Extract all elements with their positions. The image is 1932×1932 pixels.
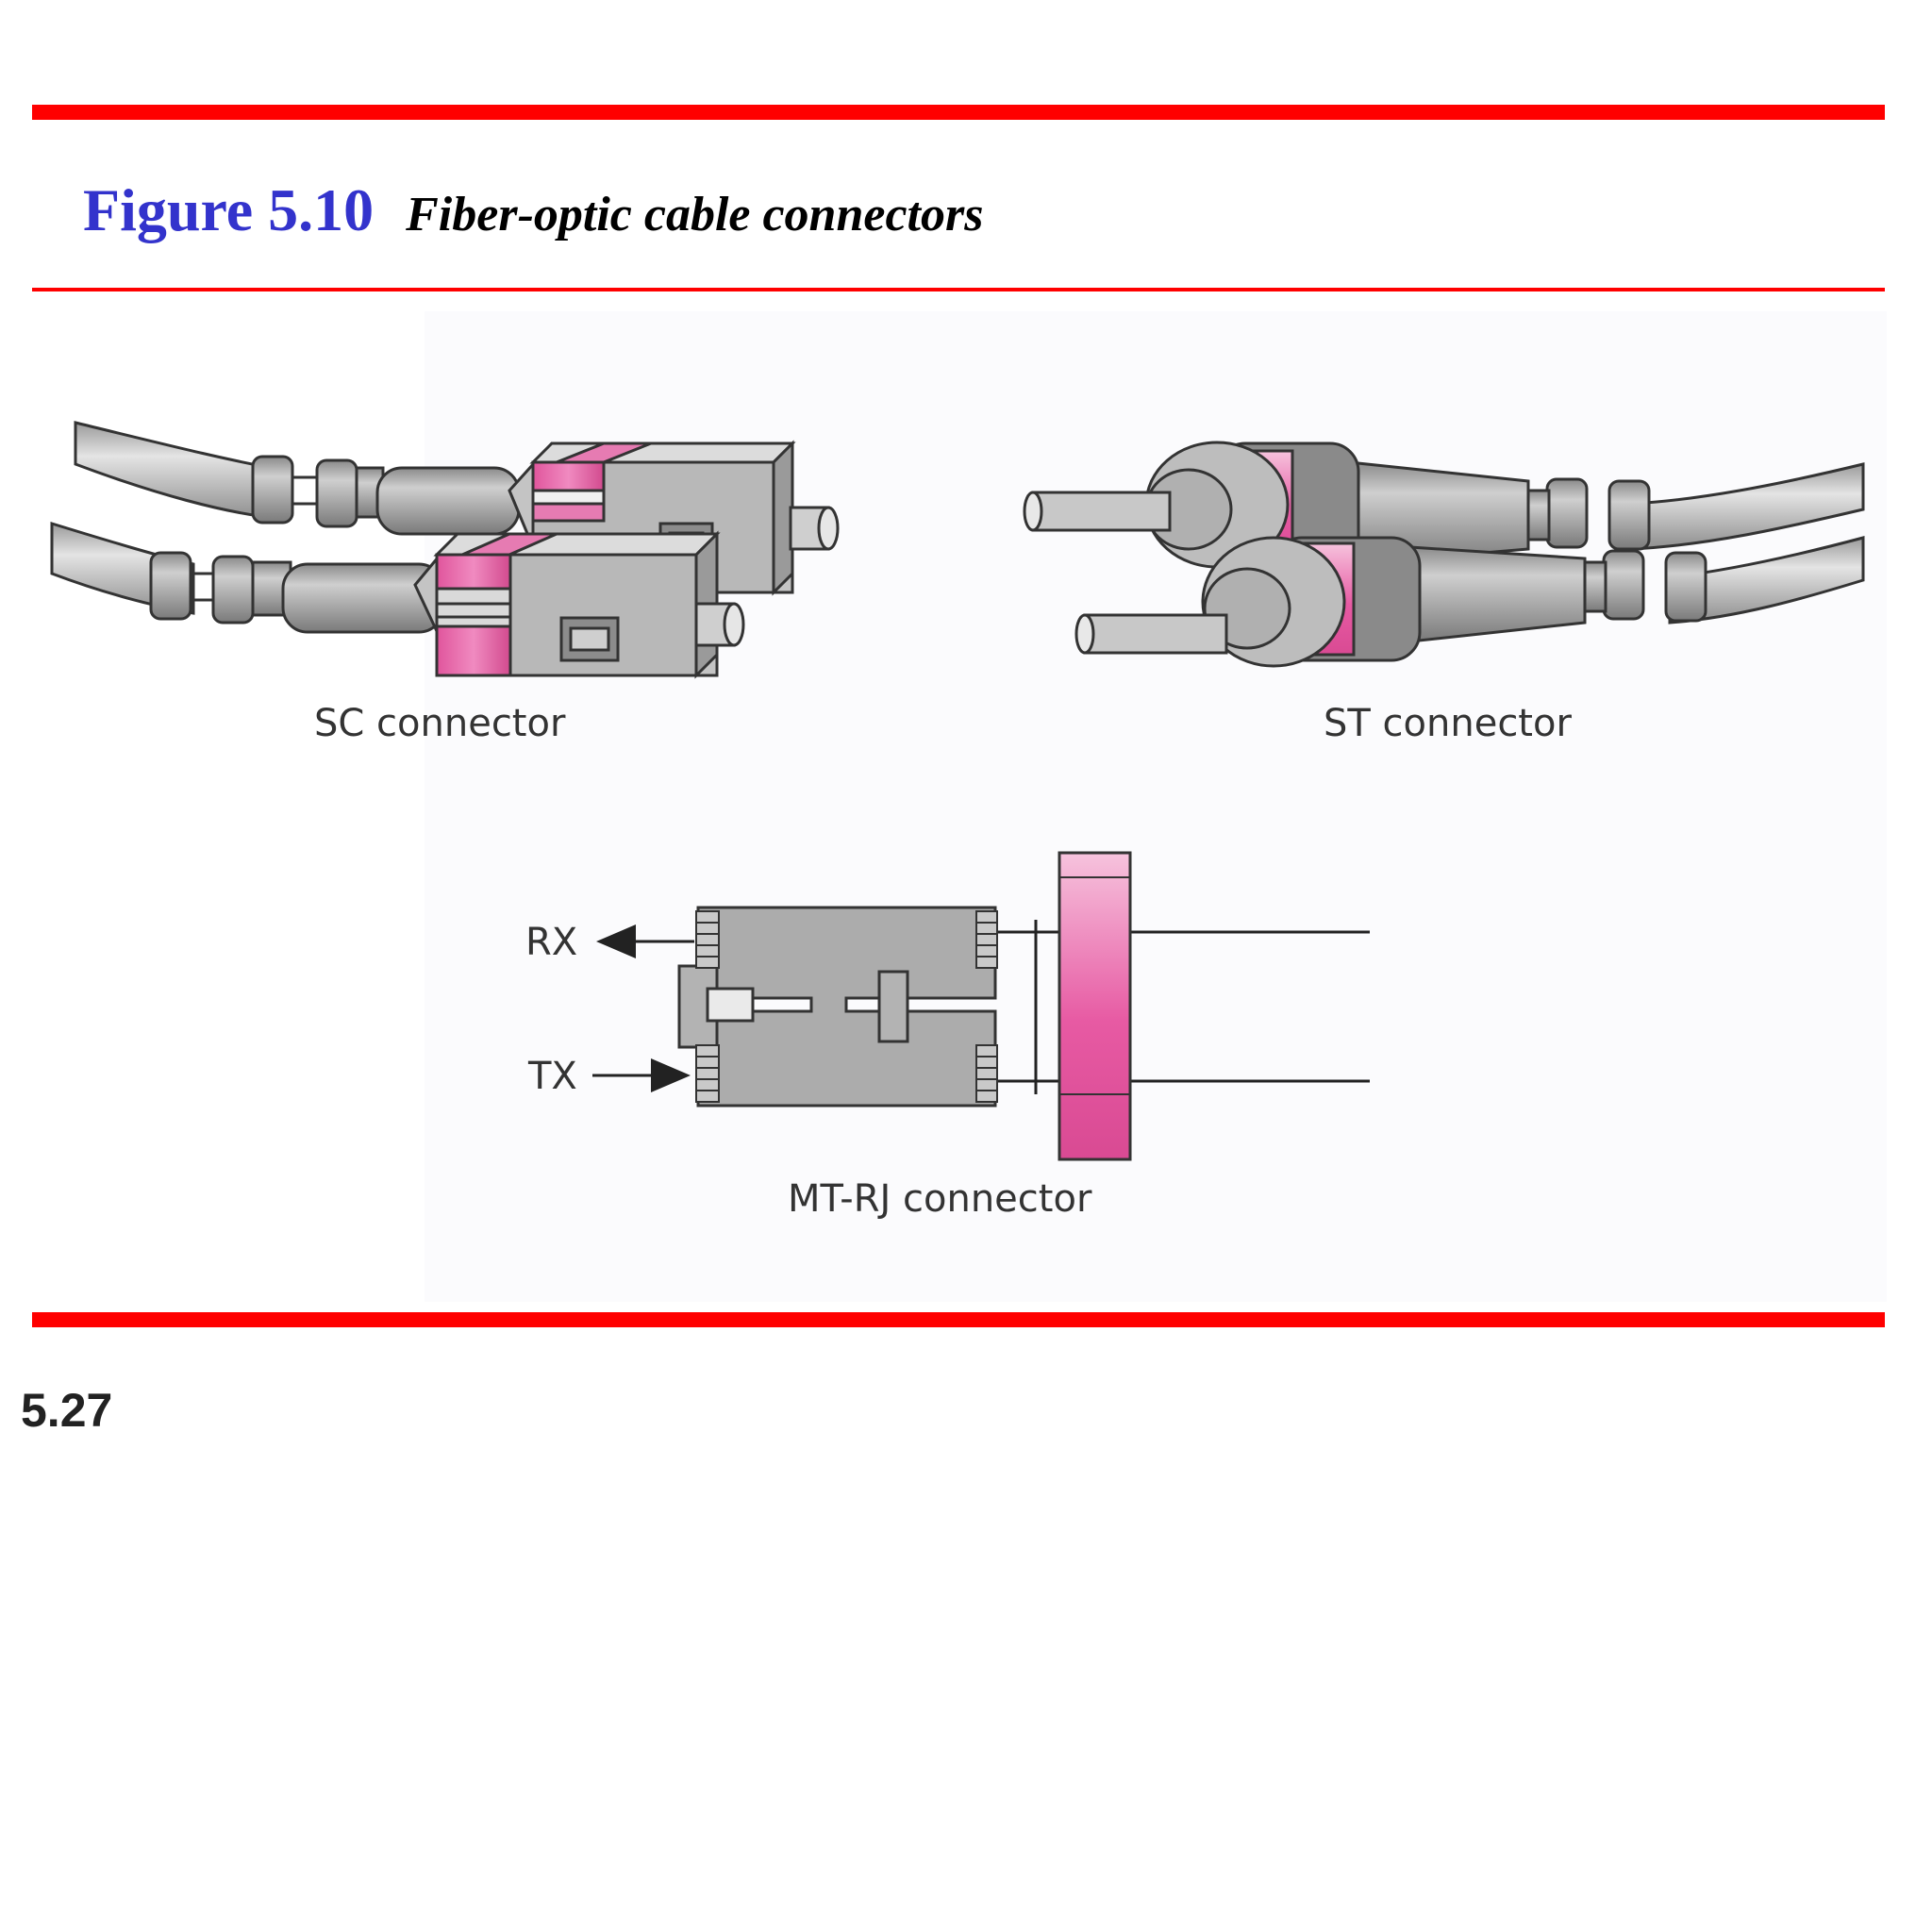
figure-caption: Fiber-optic cable connectors <box>406 188 984 242</box>
sc-label: SC connector <box>314 702 566 745</box>
mt-rj-connector: RX TX MT-RJ connector <box>525 851 1370 1221</box>
tx-label: TX <box>527 1055 577 1098</box>
st-connector: ST connector <box>1023 441 1865 745</box>
rx-label: RX <box>525 921 577 964</box>
figure-title: Figure 5.10 Fiber-optic cable connectors <box>83 175 983 245</box>
page-number: 5.27 <box>21 1384 113 1437</box>
mt-rj-label: MT-RJ connector <box>788 1177 1092 1221</box>
st-label: ST connector <box>1324 702 1572 745</box>
figure-number: Figure 5.10 <box>83 176 375 243</box>
title-rule <box>32 288 1885 291</box>
sc-connector: SC connector <box>50 421 840 745</box>
bottom-rule <box>32 1312 1885 1327</box>
top-rule <box>32 105 1885 120</box>
